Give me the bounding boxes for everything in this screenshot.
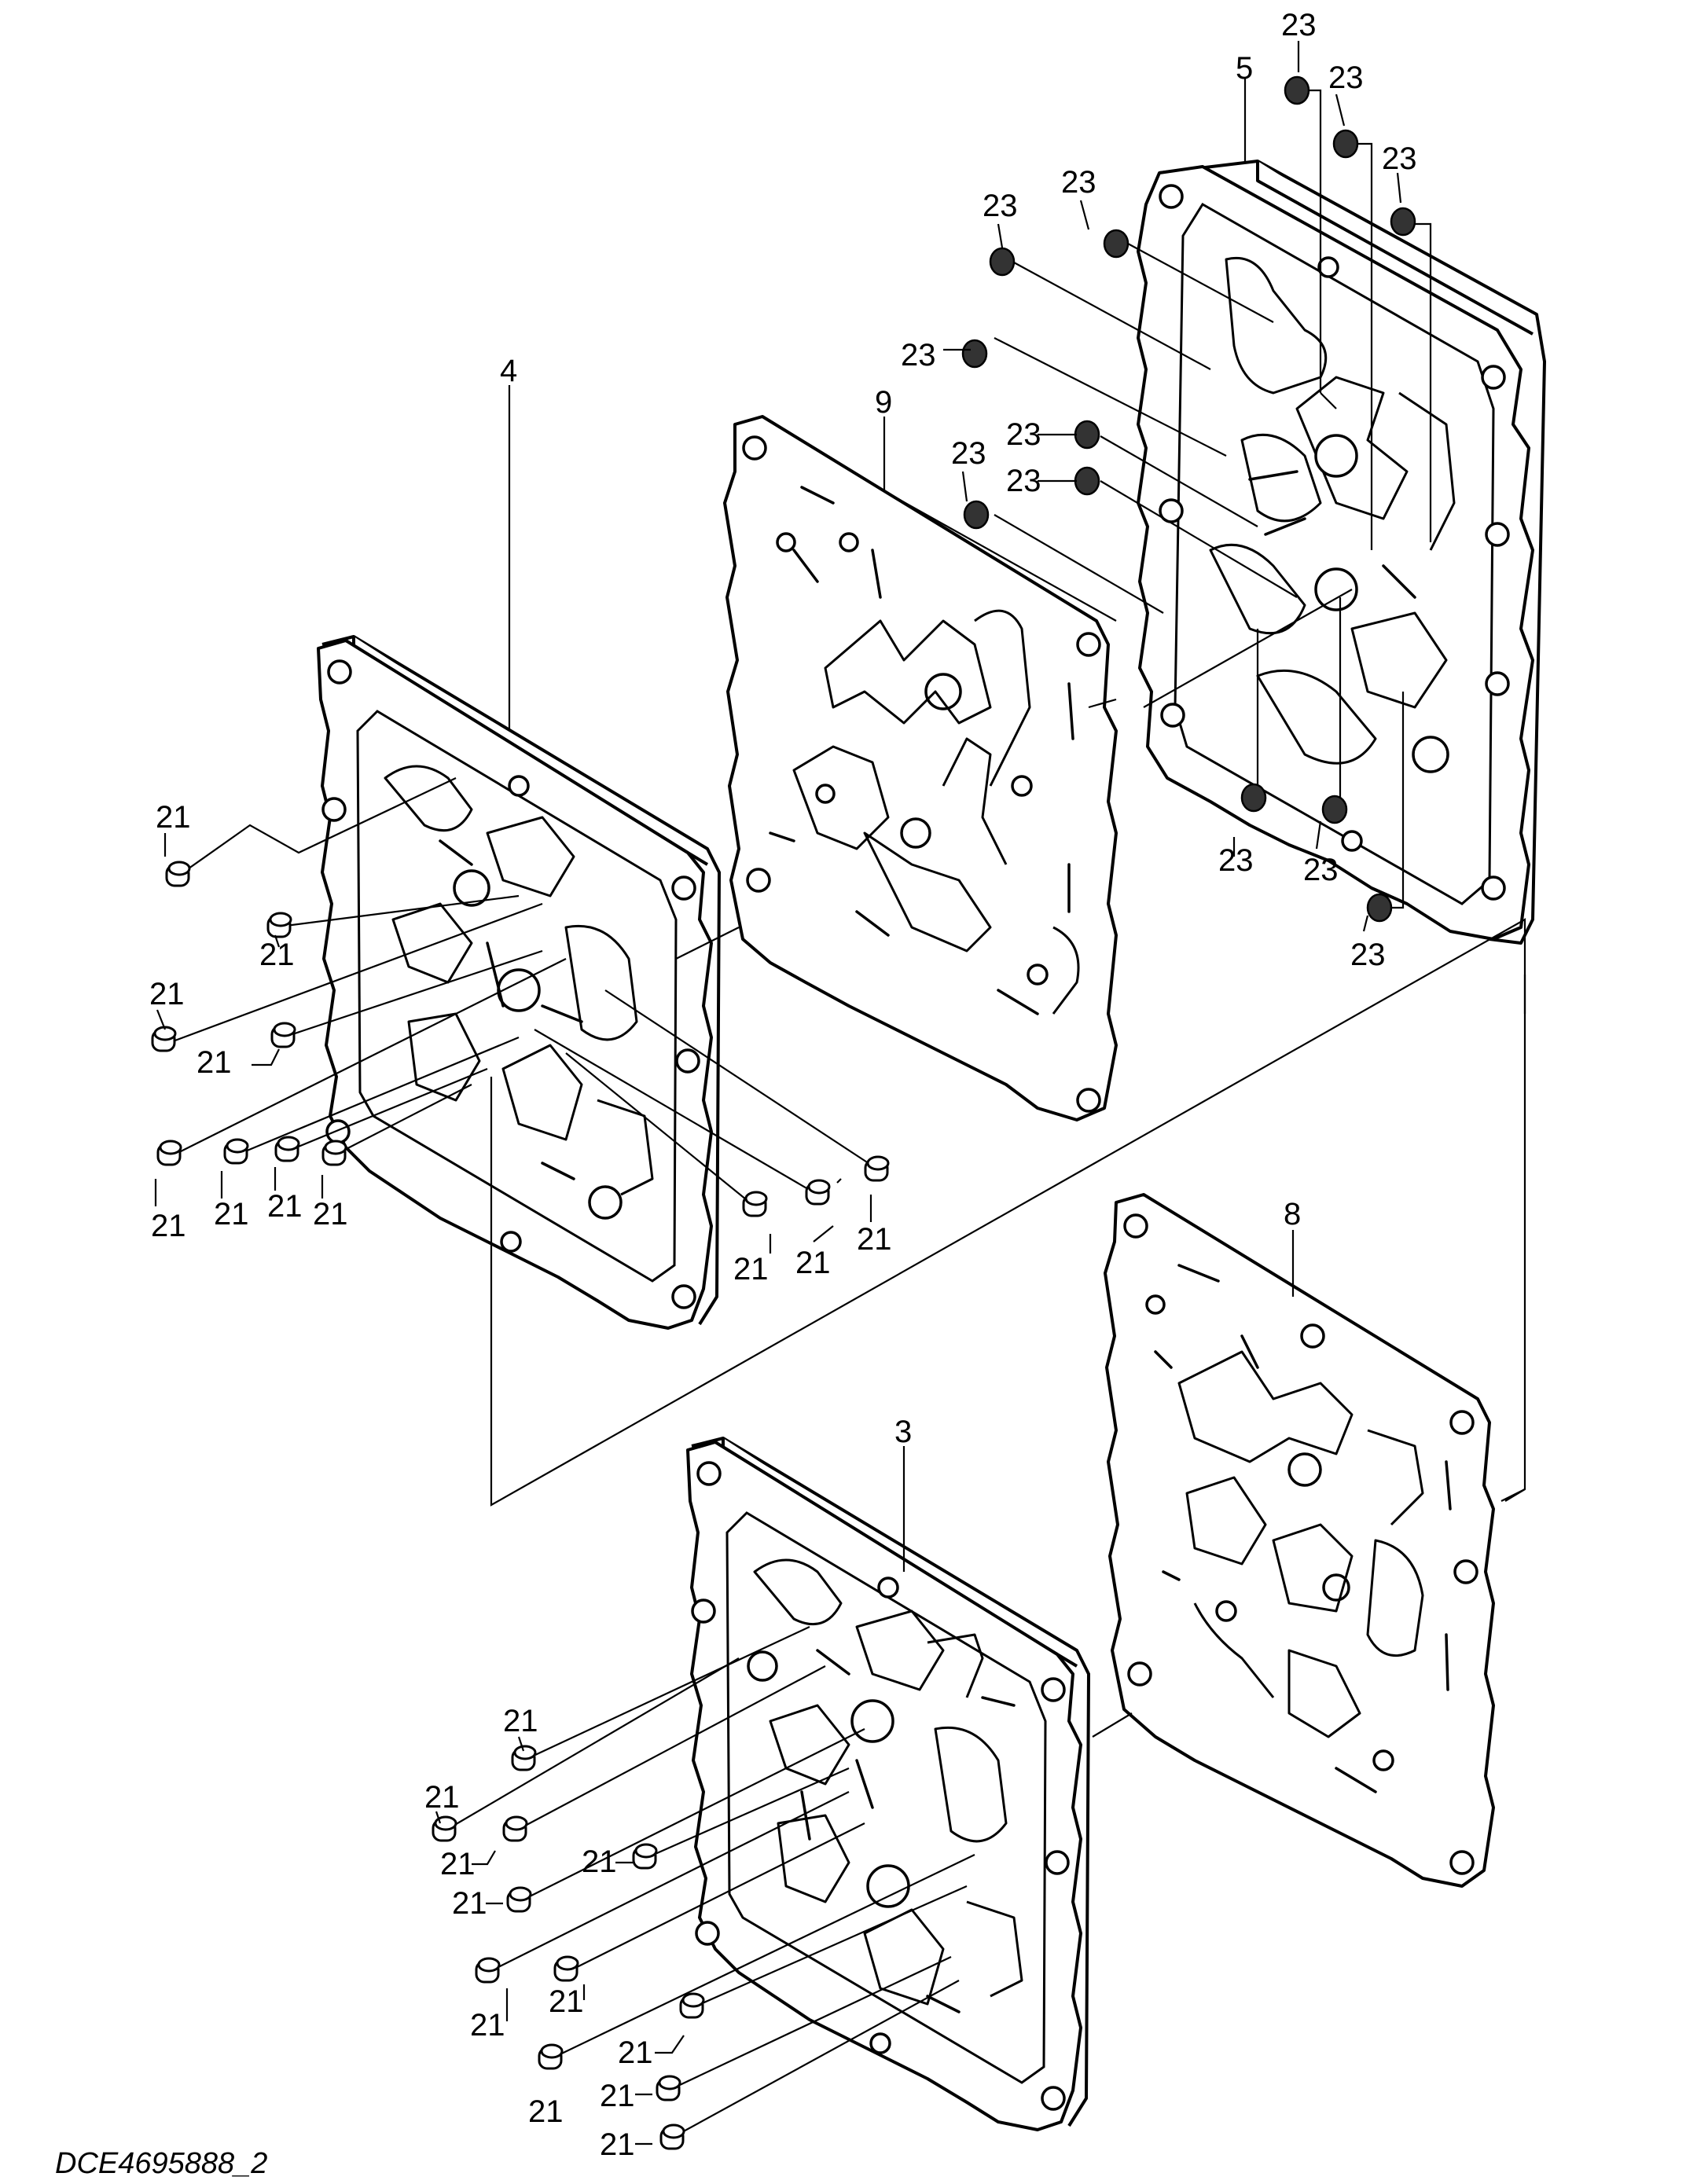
callout-screen-23: 23 (1303, 853, 1339, 887)
screen-leader-lines (994, 89, 1432, 909)
callout-plug-21: 21 (214, 1197, 249, 1231)
plug-21 (270, 1022, 296, 1048)
callout-plug-21: 21 (795, 1246, 831, 1280)
plug-21 (659, 2123, 685, 2150)
callout-plug-21: 21 (424, 1780, 460, 1815)
callout-plug-21: 21 (582, 1844, 617, 1879)
part-callouts: 5 9 4 8 3 (500, 51, 1301, 1449)
callout-plug-21: 21 (197, 1045, 232, 1080)
plug-21 (679, 1992, 705, 2019)
plug-21 (506, 1886, 532, 1913)
callout-plug-21: 21 (452, 1886, 487, 1921)
plug-21 (223, 1138, 249, 1165)
plug-21 (274, 1136, 300, 1162)
screen-23 (961, 339, 988, 369)
part-5-valve-body (1137, 160, 1546, 945)
callout-screen-23: 23 (1281, 8, 1317, 42)
screens-23 (961, 75, 1416, 923)
screen-23-labels: 23 23 23 23 23 23 23 23 23 23 23 23 (901, 8, 1417, 972)
callout-plug-21: 21 (156, 800, 191, 835)
callout-plug-21: 21 (470, 2008, 505, 2043)
part-3-valve-body (686, 1437, 1090, 2131)
callout-plug-21: 21 (259, 938, 295, 972)
callout-screen-23: 23 (1218, 843, 1254, 878)
callout-screen-23: 23 (1328, 61, 1364, 95)
callout-plug-21: 21 (440, 1847, 476, 1881)
screen-23 (989, 247, 1016, 277)
screen-23 (1321, 795, 1348, 824)
callout-part-4: 4 (500, 354, 517, 388)
plug-21 (538, 2043, 564, 2070)
callout-screen-23: 23 (1350, 938, 1386, 972)
callout-plug-21: 21 (549, 1984, 584, 2019)
callout-plug-21: 21 (857, 1222, 892, 1257)
screen-23 (1240, 783, 1267, 813)
plug-21 (165, 861, 191, 887)
plug-21 (321, 1140, 347, 1166)
plug-21 (553, 1955, 579, 1982)
callout-screen-23: 23 (901, 338, 936, 373)
callout-plug-21: 21 (618, 2035, 653, 2070)
plug-21 (632, 1843, 658, 1870)
callout-screen-23: 23 (1382, 141, 1417, 176)
plug-21 (656, 2075, 681, 2101)
callout-screen-23: 23 (983, 189, 1018, 223)
plug-21 (151, 1026, 177, 1052)
callout-screen-23: 23 (951, 436, 986, 471)
screen-23 (1332, 129, 1359, 159)
plug-21 (266, 912, 292, 938)
screen-23 (1366, 893, 1393, 923)
screen-23 (1390, 207, 1416, 237)
callout-plug-21: 21 (528, 2094, 564, 2129)
callout-screen-23: 23 (1061, 165, 1096, 200)
plug-21 (156, 1140, 182, 1166)
plug-21 (742, 1191, 768, 1217)
callout-plug-21: 21 (149, 977, 185, 1011)
callout-part-8: 8 (1284, 1197, 1301, 1231)
screen-23 (1103, 229, 1129, 259)
plug-leader-lines-part-4 (172, 777, 881, 1207)
callout-plug-21: 21 (600, 2127, 635, 2162)
plug-21 (502, 1815, 528, 1842)
document-code: DCE4695888_2 (55, 2147, 267, 2180)
part-9-separator-plate (723, 415, 1118, 1121)
callout-screen-23: 23 (1006, 417, 1041, 452)
plug-21-labels: 21 21 21 21 21 21 21 21 21 21 21 21 21 2… (149, 800, 892, 2162)
plug-21 (864, 1155, 890, 1182)
screen-23 (1284, 75, 1310, 105)
callout-part-3: 3 (894, 1415, 912, 1449)
part-8-separator-plate (1104, 1193, 1495, 1888)
plug-leader-lines-part-3 (443, 1626, 975, 2138)
plug-21 (432, 1815, 457, 1842)
screen-23 (1074, 466, 1100, 496)
callout-part-5: 5 (1236, 51, 1253, 86)
label-ticks (154, 41, 1402, 2145)
plug-21 (805, 1179, 831, 1206)
callout-screen-23: 23 (1006, 464, 1041, 498)
plug-21 (511, 1745, 537, 1771)
callout-part-9: 9 (875, 385, 892, 420)
leader-lines (508, 79, 1295, 1572)
screen-23 (963, 500, 990, 530)
callout-plug-21: 21 (503, 1704, 538, 1738)
callout-plug-21: 21 (151, 1209, 186, 1243)
callout-plug-21: 21 (600, 2079, 635, 2113)
assembly-lines (490, 589, 1526, 1738)
callout-plug-21: 21 (267, 1189, 303, 1224)
callout-plug-21: 21 (313, 1197, 348, 1231)
plugs-21 (151, 861, 890, 2150)
plug-21 (475, 1957, 501, 1984)
screen-23 (1074, 420, 1100, 450)
callout-plug-21: 21 (733, 1252, 769, 1287)
